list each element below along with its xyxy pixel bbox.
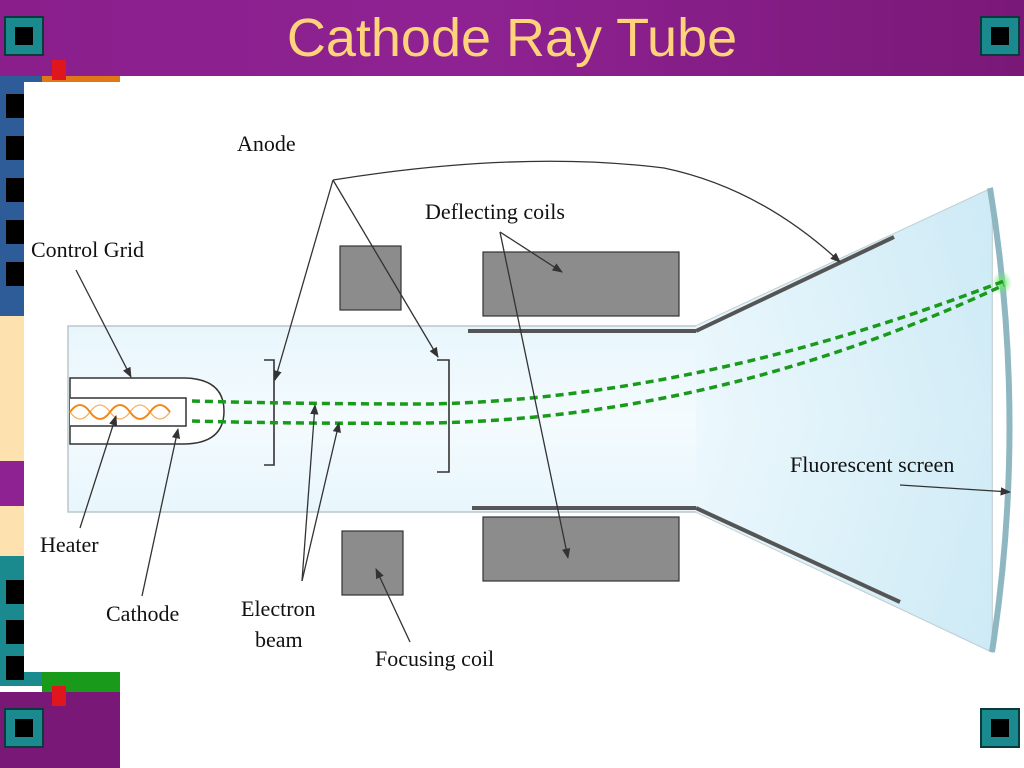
deflecting-leader-bottom [499, 231, 571, 560]
heater-filament [69, 404, 171, 420]
label-focusing-coil: Focusing coil [375, 646, 494, 671]
anode-leader-to-ring2 [332, 179, 439, 358]
beam-leader-1 [301, 403, 319, 582]
deflecting-leader-top [499, 231, 563, 273]
label-cathode: Cathode [106, 601, 179, 626]
heater-leader [79, 415, 118, 529]
slide-title: Cathode Ray Tube [286, 8, 738, 68]
focusing-coil-leader [375, 568, 411, 643]
electron-beam-upper [191, 279, 1005, 406]
crt-diagram: Anode Deflecting coils Control Grid Fluo… [31, 131, 1013, 671]
corner-square-bottom-left [4, 708, 44, 748]
beam-leader-2 [301, 421, 341, 582]
label-deflecting-coils: Deflecting coils [425, 199, 565, 224]
control-grid-leader [75, 269, 132, 378]
corner-square-bottom-right [980, 708, 1020, 748]
label-electron-beam-line1: Electron [241, 596, 316, 621]
anode-plate-lower-funnel [695, 506, 901, 604]
cathode-element [70, 397, 187, 427]
focusing-coil-bottom [341, 530, 404, 596]
deflecting-coil-top [482, 251, 680, 317]
label-electron-beam-line2: beam [255, 627, 303, 652]
anode-plate-upper-funnel [695, 235, 895, 333]
heater-filament-return [69, 404, 171, 420]
fluorescent-screen [987, 187, 1013, 653]
label-control-grid: Control Grid [31, 237, 144, 262]
deflecting-coil-bottom [482, 516, 680, 582]
electron-beam-lower [191, 283, 1005, 425]
label-anode: Anode [237, 131, 296, 156]
crt-diagram-panel: Anode Deflecting coils Control Grid Fluo… [24, 82, 1024, 672]
anode-ring-first [264, 359, 275, 466]
anode-leader-to-ring1 [273, 179, 334, 381]
label-fluorescent-screen: Fluorescent screen [790, 452, 954, 477]
corner-square-top-left [4, 16, 44, 56]
cathode-leader [141, 427, 181, 597]
left-square-markers [0, 90, 30, 690]
screen-leader [899, 484, 1012, 496]
funnel-section [696, 188, 992, 652]
title-bar [0, 0, 1024, 76]
anode-ring-second [437, 359, 450, 473]
label-heater: Heater [40, 532, 99, 557]
corner-square-top-right [980, 16, 1020, 56]
anode-leader-to-funnel [332, 160, 841, 263]
